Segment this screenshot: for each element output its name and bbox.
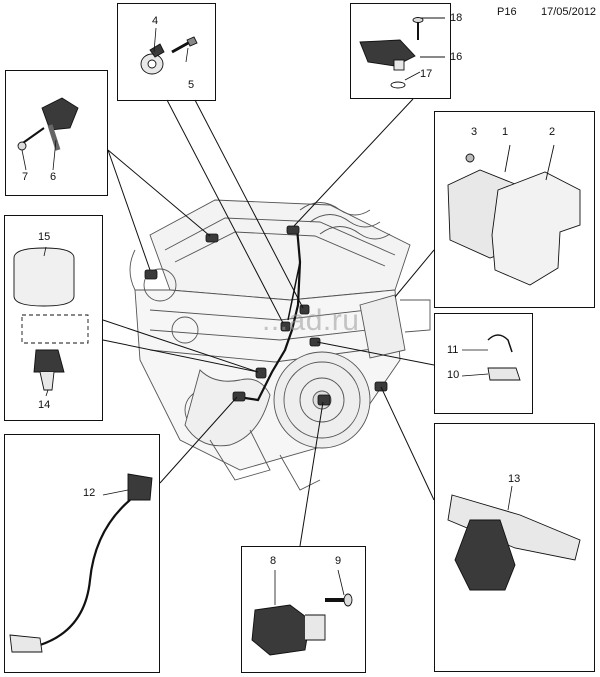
panel-oxygen-sensor-cable xyxy=(4,434,160,673)
callout-6: 6 xyxy=(50,171,57,183)
knock-sensor-parts xyxy=(140,36,198,75)
callout-18: 18 xyxy=(450,12,463,24)
callout-10: 10 xyxy=(447,369,460,381)
callout-2: 2 xyxy=(549,126,556,138)
callout-8: 8 xyxy=(270,555,277,567)
panel-knock-sensor xyxy=(117,3,216,101)
callout-ticks xyxy=(21,27,513,605)
engine-sensor-markers xyxy=(144,225,388,406)
callout-17: 17 xyxy=(420,68,433,80)
page-date: 17/05/2012 xyxy=(541,6,597,18)
panel-temp-sensor xyxy=(434,313,533,414)
callout-9: 9 xyxy=(335,555,342,567)
callout-3: 3 xyxy=(471,126,478,138)
page-code: P16 xyxy=(497,6,517,18)
wiring-harness xyxy=(244,227,302,402)
callout-1: 1 xyxy=(502,126,509,138)
cam-sensor-left-parts xyxy=(17,97,79,151)
callout-4: 4 xyxy=(152,15,159,27)
cam-sensor-top-parts xyxy=(359,17,445,89)
panel-cam-sensor-left xyxy=(5,70,108,196)
leader-lines xyxy=(102,98,435,547)
oil-switch-parts xyxy=(13,247,89,391)
ecu-parts xyxy=(447,144,581,286)
callout-16: 16 xyxy=(450,51,463,63)
engine-illustration xyxy=(129,199,431,491)
callout-11: 11 xyxy=(447,344,459,356)
o2-cable-parts xyxy=(9,473,153,653)
callout-13: 13 xyxy=(508,473,521,485)
speed-sensor-parts xyxy=(251,593,353,656)
callout-15: 15 xyxy=(38,231,51,243)
temp-sensor-parts xyxy=(487,334,521,381)
watermark: ...ad.ru xyxy=(262,304,360,337)
callout-14: 14 xyxy=(38,399,51,411)
callout-7: 7 xyxy=(22,171,29,183)
callout-5: 5 xyxy=(188,79,195,91)
o2-sensor-parts xyxy=(447,494,581,591)
callout-12: 12 xyxy=(83,487,96,499)
